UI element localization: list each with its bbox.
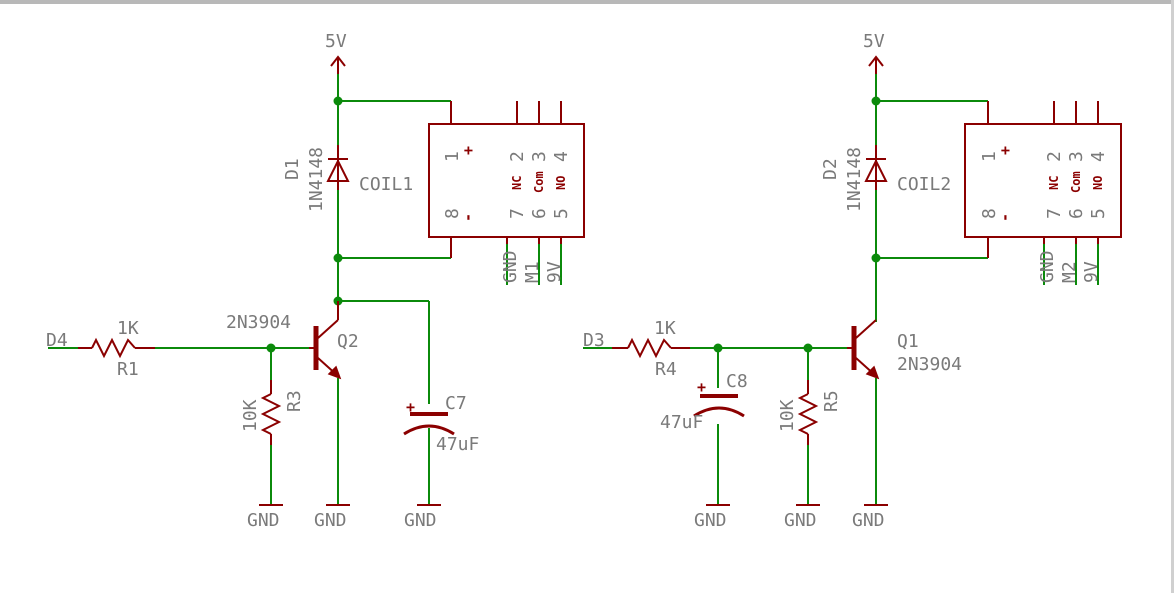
relay-nc-label: NC <box>1047 176 1061 190</box>
pin-label: 6 <box>1066 208 1087 219</box>
input-label: D4 <box>46 330 68 351</box>
resistor-name: R1 <box>117 359 139 380</box>
pin-label: 8 <box>979 208 1000 219</box>
resistor-r1: 1K R1 <box>78 318 155 380</box>
ground-label: GND <box>852 510 885 531</box>
diode-name: D2 <box>820 158 841 180</box>
input-label: D3 <box>583 330 605 351</box>
diode-d1: D1 1N4148 <box>282 145 350 212</box>
resistor-value: 10K <box>240 399 261 432</box>
diode-part: 1N4148 <box>306 147 327 212</box>
resistor-name: R4 <box>655 359 677 380</box>
coil-minus-sign: - <box>996 213 1014 222</box>
capacitor-c8: + C8 47uF <box>660 371 748 433</box>
circuit-left: 5V D4 <box>46 31 585 531</box>
capacitor-value: 47uF <box>436 434 479 455</box>
transistor-name: Q1 <box>897 331 919 352</box>
window-right-border <box>1171 0 1174 593</box>
ground-label: GND <box>784 510 817 531</box>
resistor-name: R3 <box>284 390 305 412</box>
relay-left: COIL1 1 2 3 4 8 7 6 5 + - NC Com NO GND … <box>359 101 585 283</box>
relay-nc-label: NC <box>510 176 524 190</box>
relay-coil-label: COIL1 <box>359 174 413 195</box>
ground-label: GND <box>694 510 727 531</box>
pin-label: 6 <box>529 208 550 219</box>
diode-part: 1N4148 <box>844 147 865 212</box>
wires-left <box>48 74 562 505</box>
circuit-right: 5V D3 <box>583 31 1122 531</box>
ground-label: GND <box>247 510 280 531</box>
pin-label: 8 <box>442 208 463 219</box>
coil-plus-sign: + <box>459 146 477 155</box>
pin-label: 7 <box>507 208 528 219</box>
relay-coil-label: COIL2 <box>897 174 951 195</box>
resistor-value: 10K <box>777 399 798 432</box>
transistor-part: 2N3904 <box>226 312 291 333</box>
transistor-name: Q2 <box>337 331 359 352</box>
capacitor-name: C7 <box>445 393 467 414</box>
resistor-r5: 10K R5 <box>777 380 842 445</box>
net-label: 9V <box>1081 261 1102 283</box>
pin-label: 5 <box>551 208 572 219</box>
pin-label: 1 <box>442 151 463 162</box>
diode-d2: D2 1N4148 <box>820 145 888 212</box>
relay-com-label: Com <box>1069 171 1083 193</box>
pin-label: 2 <box>507 151 528 162</box>
window-top-border <box>0 0 1174 4</box>
net-label: 9V <box>544 261 565 283</box>
supply-label: 5V <box>325 31 347 52</box>
wires-right <box>583 74 1099 505</box>
net-label: GND <box>500 250 521 283</box>
capacitor-value: 47uF <box>660 412 703 433</box>
pin-label: 7 <box>1044 208 1065 219</box>
resistor-r3: 10K R3 <box>240 380 305 445</box>
relay-com-label: Com <box>532 171 546 193</box>
resistor-name: R5 <box>821 390 842 412</box>
resistor-value: 1K <box>117 318 139 339</box>
ground-label: GND <box>314 510 347 531</box>
pin-label: 4 <box>1088 151 1109 162</box>
grounds-right: GND GND GND <box>694 504 888 531</box>
coil-minus-sign: - <box>459 213 477 222</box>
capacitor-plus-sign: + <box>697 378 706 396</box>
coil-plus-sign: + <box>996 146 1014 155</box>
relay-no-label: NO <box>1091 176 1105 190</box>
transistor-q1: Q1 2N3904 <box>847 319 962 380</box>
supply-5v-right: 5V <box>863 31 885 74</box>
net-label: M1 <box>522 261 543 283</box>
resistor-value: 1K <box>654 318 676 339</box>
pin-label: 4 <box>551 151 572 162</box>
pin-label: 5 <box>1088 208 1109 219</box>
pin-label: 3 <box>1066 151 1087 162</box>
net-label: GND <box>1037 250 1058 283</box>
supply-5v-left: 5V <box>325 31 347 74</box>
pin-label: 1 <box>979 151 1000 162</box>
resistor-r4: 1K R4 <box>612 318 690 380</box>
ground-label: GND <box>404 510 437 531</box>
transistor-part: 2N3904 <box>897 354 962 375</box>
capacitor-name: C8 <box>726 371 748 392</box>
net-label: M2 <box>1059 261 1080 283</box>
pin-label: 3 <box>529 151 550 162</box>
supply-label: 5V <box>863 31 885 52</box>
junctions-right <box>713 96 881 353</box>
transistor-q2: 2N3904 Q2 <box>226 301 359 380</box>
diode-name: D1 <box>282 158 303 180</box>
pin-label: 2 <box>1044 151 1065 162</box>
relay-no-label: NO <box>554 176 568 190</box>
grounds-left: GND GND GND <box>247 504 441 531</box>
capacitor-plus-sign: + <box>406 398 415 416</box>
relay-right: COIL2 1 2 3 4 8 7 6 5 + - NC Com NO GND … <box>897 101 1122 283</box>
capacitor-c7: + C7 47uF <box>403 393 479 455</box>
